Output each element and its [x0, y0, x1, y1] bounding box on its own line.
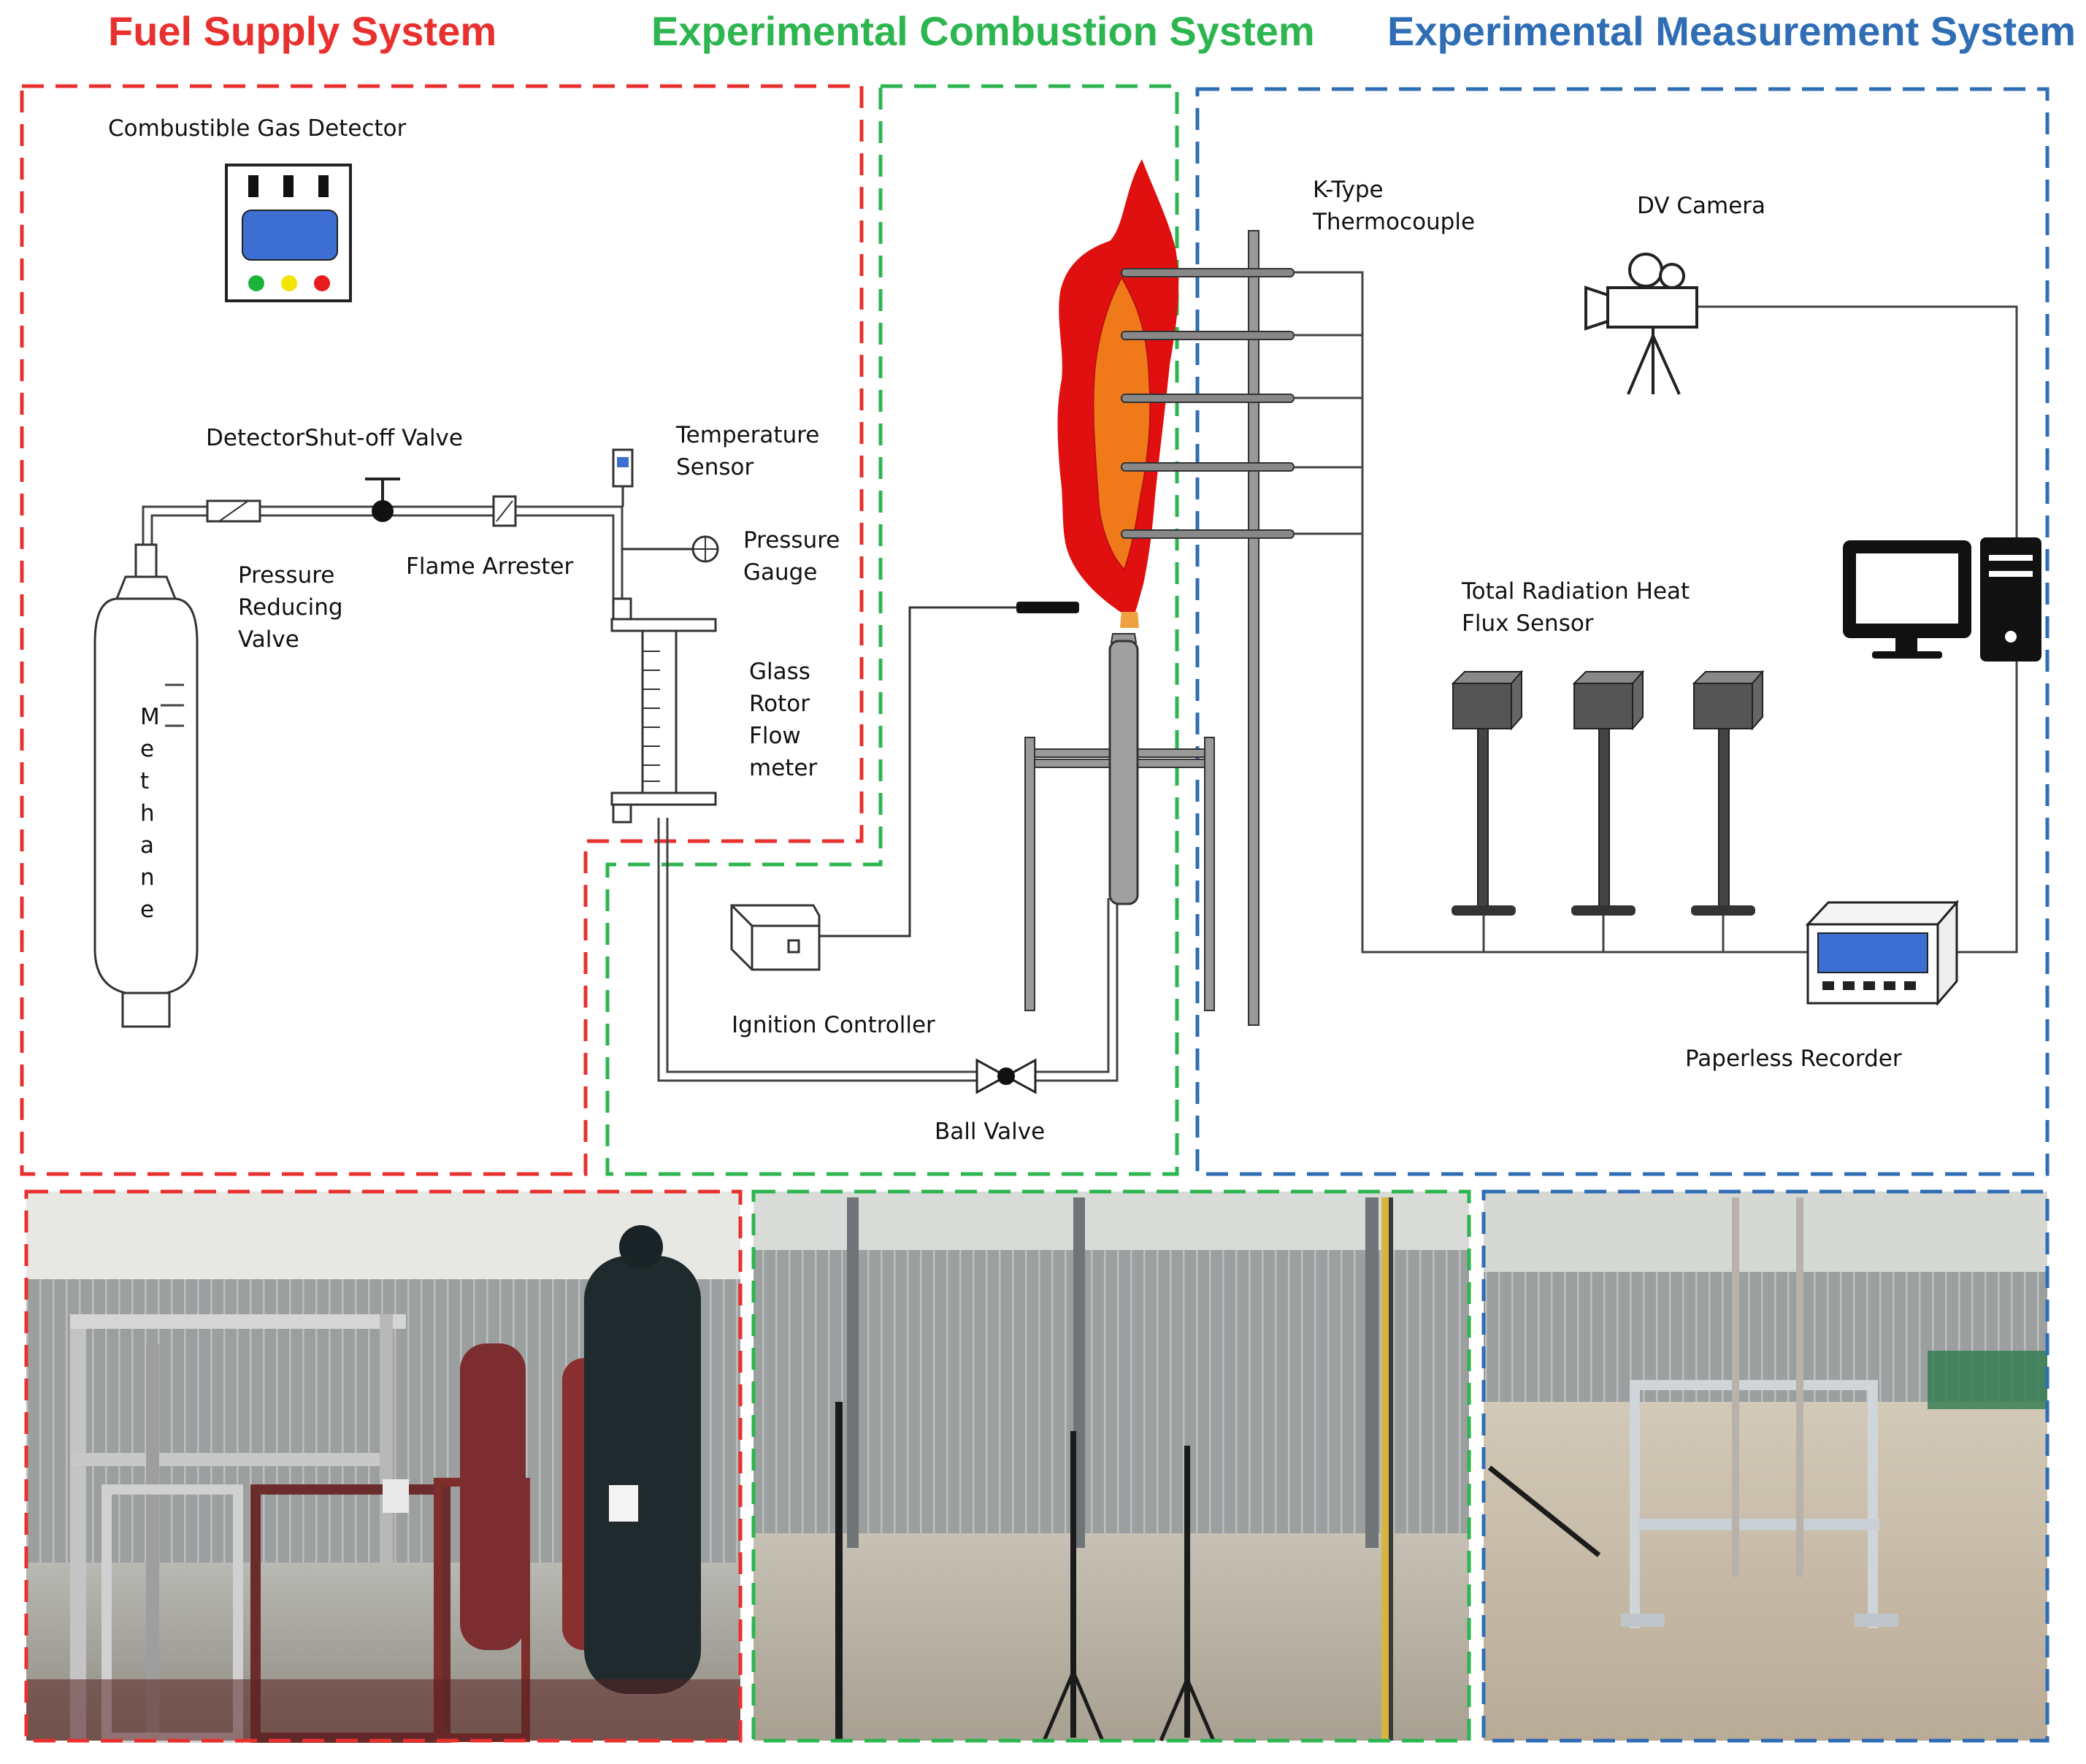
thermocouple-label: K-Type [1313, 177, 1384, 203]
methane-letter: h [140, 800, 155, 827]
fuel-supply-title: Fuel Supply System [108, 8, 496, 54]
ball-valve-label: Ball Valve [935, 1119, 1045, 1145]
dv-camera-label: DV Camera [1637, 193, 1765, 219]
gas-detector-label: Combustible Gas Detector [108, 115, 407, 142]
pressure-reducing-valve-icon [206, 499, 261, 523]
measurement-section-border [1195, 87, 2049, 1176]
ignition-controller-icon [730, 602, 1079, 971]
methane-letter: n [140, 864, 155, 891]
pressure-gauge-label: Gauge [743, 559, 817, 586]
combustion-photo-border [751, 1189, 1471, 1743]
heat-flux-sensor-icon [1571, 670, 1645, 916]
gas-detector-icon [225, 164, 352, 302]
heat-flux-sensor-icon [1691, 670, 1765, 916]
shutoff-valve-label: DetectorShut-off Valve [206, 425, 463, 451]
fuel-section-border [20, 84, 864, 1176]
pressure-reducing-valve-label: Reducing [238, 594, 343, 621]
methane-letter: M [140, 704, 160, 730]
computer-icon [1843, 537, 2041, 662]
dv-camera-icon [1584, 253, 1698, 395]
flame-arrester-icon [492, 495, 517, 527]
pressure-reducing-valve-label: Valve [238, 626, 299, 653]
measurement-photo [1484, 1192, 2047, 1741]
pressure-gauge-icon [622, 535, 719, 563]
rotor-flowmeter-label: Glass [749, 659, 810, 685]
shutoff-valve-icon [365, 478, 400, 522]
heat-flux-label: Flux Sensor [1462, 610, 1594, 637]
heat-flux-label: Total Radiation Heat [1461, 578, 1690, 605]
rotor-flowmeter-icon [610, 597, 717, 824]
combustion-section-border [605, 84, 1179, 1176]
methane-cylinder-icon [93, 543, 199, 1028]
measurement-photo-border [1481, 1189, 2049, 1743]
burner-tube [1108, 633, 1139, 905]
methane-label: M e t h a n e [140, 704, 160, 923]
paperless-recorder-icon [1805, 899, 1960, 1007]
thermocouple-rake [1121, 230, 1295, 1026]
rotor-flowmeter-label: Flow [749, 723, 801, 749]
thermocouple-label: Thermocouple [1312, 209, 1475, 235]
fuel-photo-border [24, 1189, 743, 1743]
rotor-flowmeter-label: Rotor [749, 691, 810, 717]
fuel-supply-photo [26, 1192, 740, 1743]
methane-letter: e [140, 736, 154, 762]
rotor-flowmeter-label: meter [749, 755, 817, 781]
temperature-sensor-label: Temperature [675, 422, 819, 448]
ball-valve-icon [975, 1058, 1037, 1094]
combustion-system-title: Experimental Combustion System [651, 8, 1315, 54]
pressure-reducing-valve-label: Pressure [238, 562, 334, 588]
heat-flux-sensor-icon [1451, 670, 1524, 916]
methane-letter: e [140, 897, 154, 923]
methane-letter: t [140, 768, 149, 794]
temperature-sensor-label: Sensor [676, 454, 754, 480]
temperature-sensor-icon [612, 448, 634, 507]
measurement-system-title: Experimental Measurement System [1387, 8, 2076, 54]
methane-letter: a [140, 832, 154, 859]
ignition-controller-label: Ignition Controller [732, 1012, 935, 1038]
flame-arrester-label: Flame Arrester [406, 553, 573, 580]
combustion-photo [754, 1192, 1469, 1741]
pressure-gauge-label: Pressure [743, 527, 840, 553]
paperless-recorder-label: Paperless Recorder [1685, 1046, 1902, 1072]
